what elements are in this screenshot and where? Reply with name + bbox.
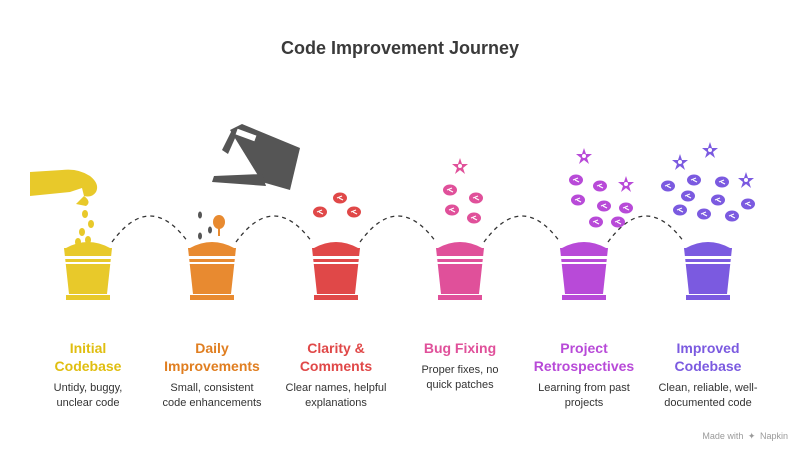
pot-4-icon (435, 242, 485, 300)
pot-1-icon (63, 242, 113, 300)
flowers-icon (568, 148, 634, 229)
step-4-title: Bug Fixing (423, 340, 497, 356)
flower-icon (442, 158, 484, 225)
pot-6-icon (683, 242, 733, 300)
pot-3-icon (311, 242, 361, 300)
watering-can-icon (212, 124, 300, 190)
connector-arc-2 (235, 215, 313, 243)
water-drops-icon (198, 211, 212, 240)
pot-5-icon (559, 242, 609, 300)
connector-arc-4 (483, 215, 561, 243)
sprout-icon (213, 215, 225, 236)
connector-arcs (111, 215, 685, 243)
credit-brand: Napkin (759, 431, 788, 441)
credit-prefix: Made with (702, 431, 744, 441)
pot-2-icon (187, 242, 237, 300)
sprouts-icon (312, 191, 362, 219)
step-6-description: Clean, reliable, well-documented code (658, 382, 758, 409)
step-1-description: Untidy, buggy,unclear code (53, 382, 123, 409)
napkin-logo-icon: ✦ (747, 431, 756, 441)
connector-arc-1 (111, 215, 189, 243)
hand-seeds-icon (30, 169, 98, 246)
connector-arc-5 (607, 215, 685, 243)
diagram-title: Code Improvement Journey (280, 38, 520, 58)
made-with-credit[interactable]: Made with ✦ Napkin (702, 431, 788, 442)
connector-arc-3 (359, 215, 437, 243)
step-3-title: Clarity &Comments (299, 340, 373, 374)
blossoms-icon (660, 142, 756, 223)
